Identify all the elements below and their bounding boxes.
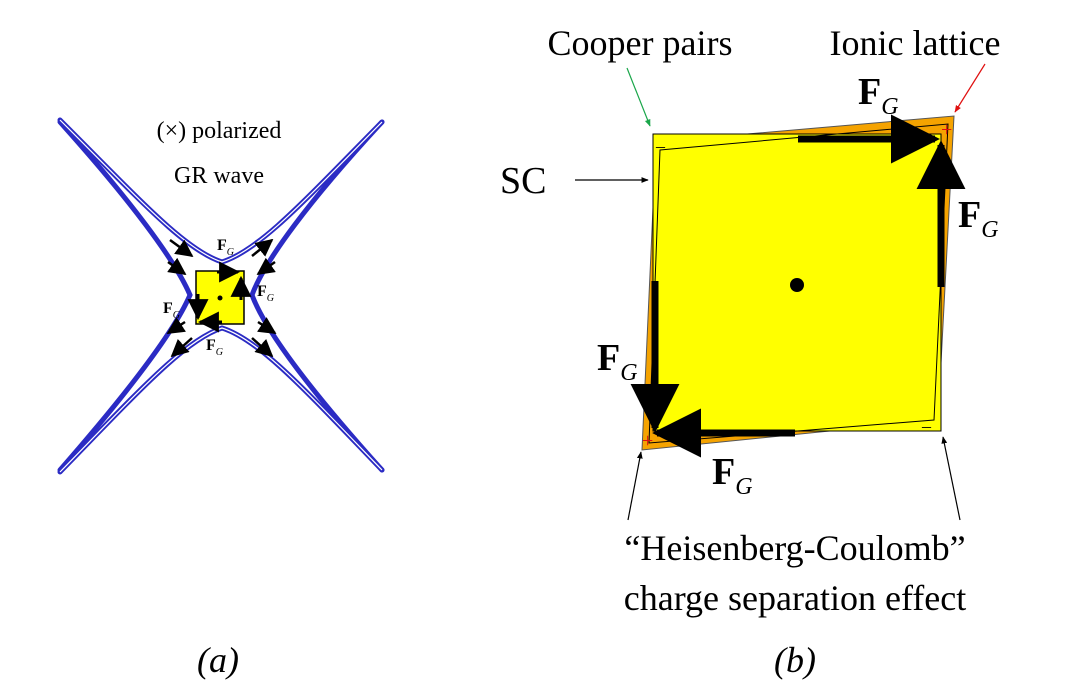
panel-a: (×) polarized GR wave FG FG FG FG (a) — [57, 117, 385, 680]
panel-b: + + – – Cooper pairs Ionic lattice SC FG… — [500, 23, 1000, 680]
force-label-bottom-b: FG — [712, 451, 753, 500]
wave-label-line1: (×) polarized — [157, 118, 282, 144]
effect-label-line2: charge separation effect — [624, 578, 966, 618]
caption-a: (a) — [197, 640, 239, 680]
small-force-arrows — [187, 261, 252, 333]
wave-arrows — [166, 238, 277, 358]
force-label-right-b: FG — [958, 194, 999, 243]
cooper-pointer — [626, 67, 651, 127]
sc-label: SC — [500, 160, 546, 202]
wave-curve-left — [57, 119, 193, 473]
effect-pointer-right — [941, 436, 961, 521]
wave-curve-right — [249, 119, 385, 473]
force-label-left-b: FG — [597, 337, 638, 386]
plus-sign-top-right: + — [941, 119, 952, 141]
force-arrows — [630, 114, 966, 458]
force-label-bottom: FG — [206, 337, 223, 358]
force-label-left: FG — [163, 300, 180, 321]
wave-label-line2: GR wave — [174, 163, 264, 189]
caption-b: (b) — [774, 640, 816, 680]
cooper-pairs-label: Cooper pairs — [548, 23, 733, 63]
force-label-top-b: FG — [858, 71, 899, 120]
effect-label-line1: “Heisenberg-Coulomb” — [624, 528, 965, 568]
center-dot — [790, 278, 804, 292]
small-center-dot — [217, 295, 223, 301]
force-label-top: FG — [217, 237, 234, 258]
plus-sign-bottom-left: + — [642, 430, 653, 452]
ionic-lattice-label: Ionic lattice — [830, 23, 1001, 63]
minus-sign-top-left: – — [655, 136, 666, 156]
force-label-right: FG — [257, 283, 274, 304]
effect-pointer-left — [627, 451, 643, 521]
minus-sign-bottom-right: – — [921, 416, 932, 436]
ionic-pointer — [954, 63, 986, 113]
